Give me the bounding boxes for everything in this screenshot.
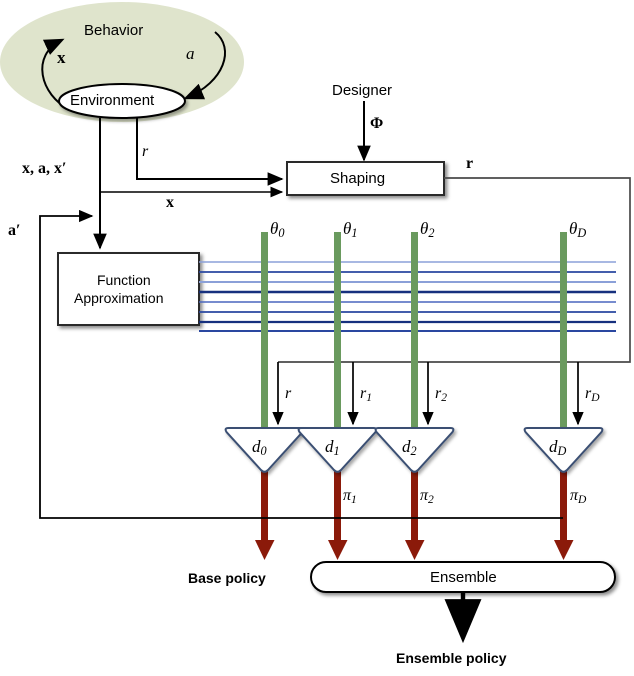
function-approximation-label-line1: Function [97,272,151,288]
decision-node-label-D-base: d [549,437,558,456]
policy-arrowhead-2 [405,540,425,560]
theta-bar-1[interactable] [334,232,341,429]
reward-label-2-base: r [435,385,442,402]
decision-node-label-0-base: d [252,437,261,456]
policy-bar-2 [411,468,418,542]
theta-label-1-base: θ [343,219,352,238]
policy-label-2-sub: 2 [428,493,434,506]
feature-lines-group [199,261,616,332]
policy-label-D-base: π [570,487,579,504]
ensemble-policy-label: Ensemble policy [396,650,507,666]
policy-label-2-base: π [420,487,429,504]
shaping-box[interactable] [286,161,445,196]
transition-tuple-label: x, a, x′ [22,160,67,177]
decision-node-label-2-base: d [402,437,411,456]
reward-drop-arrows-group [272,362,584,426]
decision-node-label-1-base: d [325,437,334,456]
shaping-box-label: Shaping [330,170,386,187]
decision-node-label-2-sub: 2 [410,444,417,459]
behavior-label: Behavior [84,22,144,39]
decision-node-D[interactable] [523,427,604,473]
state-to-shaping-label: x [166,194,174,211]
decision-nodes-group [224,427,604,473]
decision-node-label-2: d2 [402,437,417,459]
policy-label-2: π2 [420,487,434,506]
function-approximation-label-line2: Approximation [74,290,164,306]
reward-label-2-sub: 2 [441,391,447,404]
theta-label-0-base: θ [270,219,279,238]
policy-label-D-sub: D [578,493,587,506]
policy-bar-1 [334,468,341,542]
theta-bar-D[interactable] [560,232,567,429]
decision-node-label-1-sub: 1 [333,444,340,459]
environment-region-ellipse [0,2,244,122]
ensemble-box-label: Ensemble [430,569,497,586]
designer-label: Designer [332,82,393,99]
theta-bars-group [261,232,567,429]
theta-label-2: θ2 [420,219,434,241]
action-feedback-label: a′ [8,222,21,239]
theta-label-2-base: θ [420,219,429,238]
theta-bar-2[interactable] [411,232,418,429]
policy-bar-D [560,468,567,542]
policy-label-1-base: π [343,487,352,504]
decision-node-2[interactable] [374,427,455,473]
reward-from-env-label: r [142,143,149,160]
policy-bars-group [261,468,567,542]
theta-label-1: θ1 [343,219,357,241]
policy-arrowhead-D [554,540,574,560]
environment-label: Environment [70,92,155,109]
theta-label-D-base: θ [569,219,578,238]
policy-arrowheads-group [255,540,574,560]
policy-label-D: πD [570,487,586,506]
reward-to-shaping-line [136,118,284,186]
policy-bar-0 [261,468,268,542]
policy-label-1-sub: 1 [351,493,357,506]
theta-label-0-sub: 0 [278,226,285,241]
theta-label-D: θD [569,219,586,241]
reward-label-1-base: r [360,385,367,402]
reward-label-2: r2 [435,385,447,404]
reward-label-D-sub: D [591,391,600,404]
theta-label-0: θ0 [270,219,284,241]
reward-label-0: r [285,385,291,404]
action-feedback-line [39,209,563,519]
reward-label-D-base: r [585,385,592,402]
action-loop-arrow [183,31,226,100]
policy-arrowhead-1 [328,540,348,560]
reward-label-D: rD [585,385,600,404]
decision-node-label-D-sub: D [557,444,567,459]
state-loop-label: x [57,48,66,67]
action-loop-label: a [186,44,195,63]
shaped-reward-bus-label: r [466,155,474,172]
policy-arrowhead-0 [255,540,275,560]
theta-bar-0[interactable] [261,232,268,429]
theta-label-1-sub: 1 [351,226,358,241]
base-policy-label: Base policy [188,570,266,586]
theta-label-2-sub: 2 [428,226,435,241]
decision-node-label-0-sub: 0 [260,444,267,459]
reward-label-0-base: r [285,385,292,402]
reward-label-1-sub: 1 [366,391,372,404]
decision-node-label-D: dD [549,437,566,459]
potential-function-label: Φ [370,115,384,132]
environment-node[interactable] [58,83,186,119]
decision-node-label-0: d0 [252,437,267,459]
theta-label-D-sub: D [577,226,587,241]
function-approximation-box[interactable] [57,252,200,326]
reward-label-1: r1 [360,385,372,404]
policy-label-1: π1 [343,487,357,506]
shaped-reward-bus-line [278,177,631,363]
decision-node-label-1: d1 [325,437,340,459]
